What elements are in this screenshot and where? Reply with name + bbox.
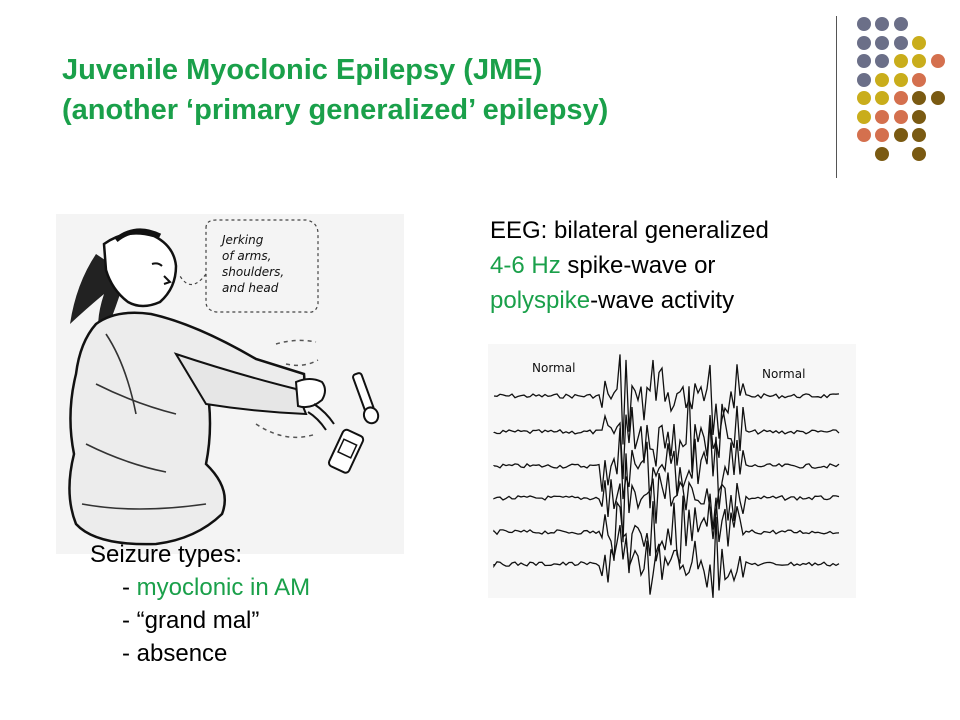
decorative-dot [875, 109, 889, 124]
eeg-channel-trace [493, 354, 840, 445]
hairline-stroke [114, 228, 162, 243]
slide-title: Juvenile Myoclonic Epilepsy (JME) (anoth… [62, 50, 802, 130]
eeg-figure-background [488, 344, 856, 598]
eeg-channel-trace [493, 493, 840, 574]
decorative-dot [875, 72, 889, 87]
eeg-label-normal-right: Normal [762, 367, 805, 381]
eeg-line-3: polyspike-wave activity [490, 283, 910, 318]
flying-bottle [327, 428, 365, 474]
caption-line-4: and head [222, 281, 279, 295]
decorative-dot [893, 17, 908, 31]
decorative-dot [912, 146, 926, 161]
decorative-dot [875, 128, 889, 142]
head-shape [102, 232, 178, 308]
eeg-label-normal-left: Normal [532, 361, 575, 375]
eeg-channel-trace [493, 421, 840, 510]
eeg-description: EEG: bilateral generalized 4-6 Hz spike-… [490, 213, 910, 318]
decorative-dot [856, 72, 871, 87]
decorative-dot [856, 17, 871, 31]
decorative-dot [893, 91, 908, 105]
caption-line-3: shoulders, [222, 265, 284, 279]
eeg-traces [493, 354, 840, 598]
decorative-dot [875, 54, 889, 68]
caption-line-2: of arms, [222, 249, 271, 263]
decorative-dot [930, 91, 945, 105]
eeg-frequency-highlight: 4-6 Hz [490, 252, 561, 279]
decorative-dot [912, 109, 926, 124]
decorative-dot [893, 35, 908, 50]
decorative-dot [912, 54, 926, 68]
decorative-dot [856, 35, 871, 50]
decorative-dot [912, 72, 926, 87]
seizure-item-1-prefix: - [122, 574, 137, 601]
decorative-dot [875, 35, 889, 50]
nose-stroke [163, 275, 172, 285]
decorative-dot [875, 91, 889, 105]
decorative-dot [893, 109, 908, 124]
decorative-dot [912, 35, 926, 50]
eeg-line-3-rest: -wave activity [590, 287, 735, 314]
eeg-line-2: 4-6 Hz spike-wave or [490, 248, 910, 283]
decorative-dot [912, 91, 926, 105]
eeg-line-2-rest: spike-wave or [560, 252, 716, 279]
eeg-channel-trace [493, 386, 840, 480]
decorative-dot [930, 54, 945, 68]
seizure-item-1-highlight: myoclonic in AM [136, 574, 311, 601]
decorative-dot [875, 146, 889, 161]
eeg-channel-trace [493, 453, 840, 543]
caption-line-1: Jerking [220, 233, 264, 247]
robe-folds [81, 333, 207, 510]
seizure-types: Seizure types: - myoclonic in AM - “gran… [90, 538, 450, 670]
seizure-item-absence: - absence [122, 640, 228, 667]
caption-pointer [179, 273, 207, 286]
decorative-dot [893, 54, 908, 68]
decorative-dot [856, 91, 871, 105]
decorative-dot [912, 128, 926, 142]
decorative-dot [856, 128, 871, 142]
caption-bubble [205, 219, 319, 313]
flying-brush [352, 372, 380, 425]
decorative-divider [836, 16, 837, 178]
eeg-polyspike-highlight: polyspike [490, 287, 591, 314]
decorative-dot-grid [848, 10, 958, 161]
seizure-item-grand-mal: - “grand mal” [122, 607, 260, 634]
seizure-item-myoclonic: - myoclonic in AM [90, 571, 450, 604]
robe-shape [68, 311, 306, 546]
title-line-1: Juvenile Myoclonic Epilepsy (JME) [62, 54, 543, 86]
hand-shape [294, 378, 326, 409]
myoclonic-jerk-illustration: Jerking of arms, shoulders, and head [56, 214, 404, 554]
title-line-2: (another ‘primary generalized’ epilepsy) [62, 94, 609, 126]
eeg-channel-trace [493, 516, 840, 598]
fingers-stroke [307, 403, 335, 431]
eye-stroke [151, 262, 163, 267]
motion-lines [255, 339, 319, 439]
decorative-dot [893, 72, 908, 87]
decorative-dot [856, 54, 871, 68]
decorative-dot [893, 128, 908, 142]
eeg-trace-figure: Normal Normal [488, 344, 856, 598]
decorative-dot [856, 109, 871, 124]
decorative-dot [875, 17, 889, 31]
seizure-heading: Seizure types: [90, 541, 243, 568]
eeg-line-1: EEG: bilateral generalized [490, 217, 769, 244]
